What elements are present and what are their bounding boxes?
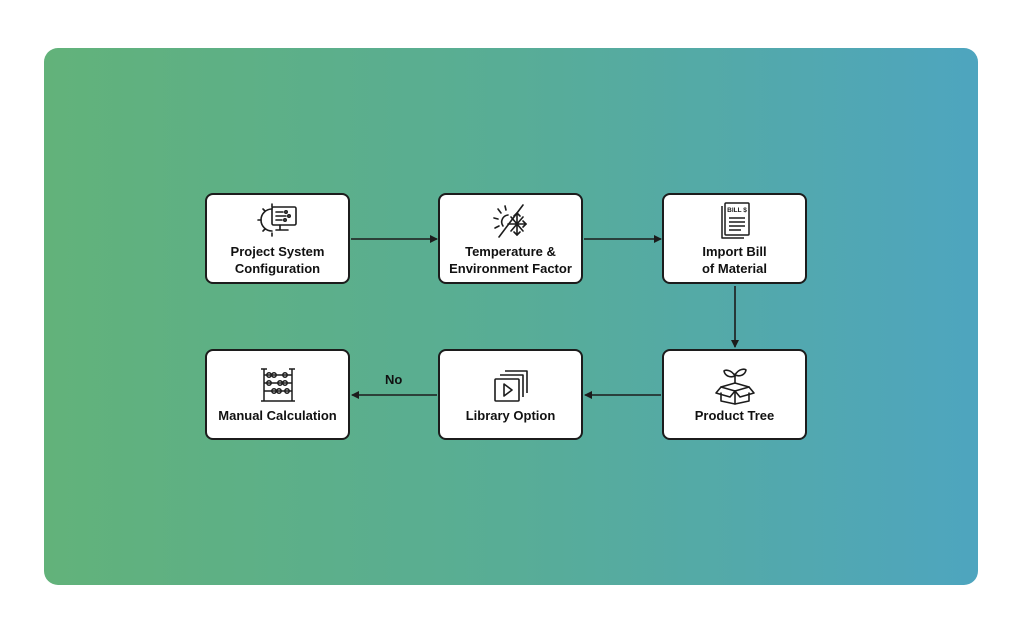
video-library-icon xyxy=(493,370,528,402)
sun-snowflake-icon xyxy=(492,203,527,238)
node-product-tree[interactable]: Product Tree xyxy=(662,349,807,440)
node-label: Manual Calculation xyxy=(218,408,337,423)
abacus-icon xyxy=(260,368,295,402)
node-manual-calculation[interactable]: Manual Calculation xyxy=(205,349,350,440)
bill-document-icon: BILL $ xyxy=(720,201,750,239)
node-label: Library Option xyxy=(465,408,556,423)
diagram-background xyxy=(44,48,978,585)
node-library-option[interactable]: Library Option xyxy=(438,349,583,440)
node-temperature-environment-factor[interactable]: Temperature & Environment Factor xyxy=(438,193,583,284)
bill-icon-text: BILL $ xyxy=(727,207,747,214)
node-label: Import Bill of Material xyxy=(701,243,767,276)
node-label: Temperature & Environment Factor xyxy=(449,243,572,276)
edge-label-no: No xyxy=(385,372,403,387)
node-import-bill-of-material[interactable]: BILL $ Import Bill of Material xyxy=(662,193,807,284)
node-label: Project System Configuration xyxy=(230,243,325,276)
gear-monitor-icon xyxy=(256,202,297,237)
node-project-system-configuration[interactable]: Project System Configuration xyxy=(205,193,350,284)
sprout-box-icon xyxy=(714,368,755,405)
node-label: Product Tree xyxy=(694,408,775,423)
